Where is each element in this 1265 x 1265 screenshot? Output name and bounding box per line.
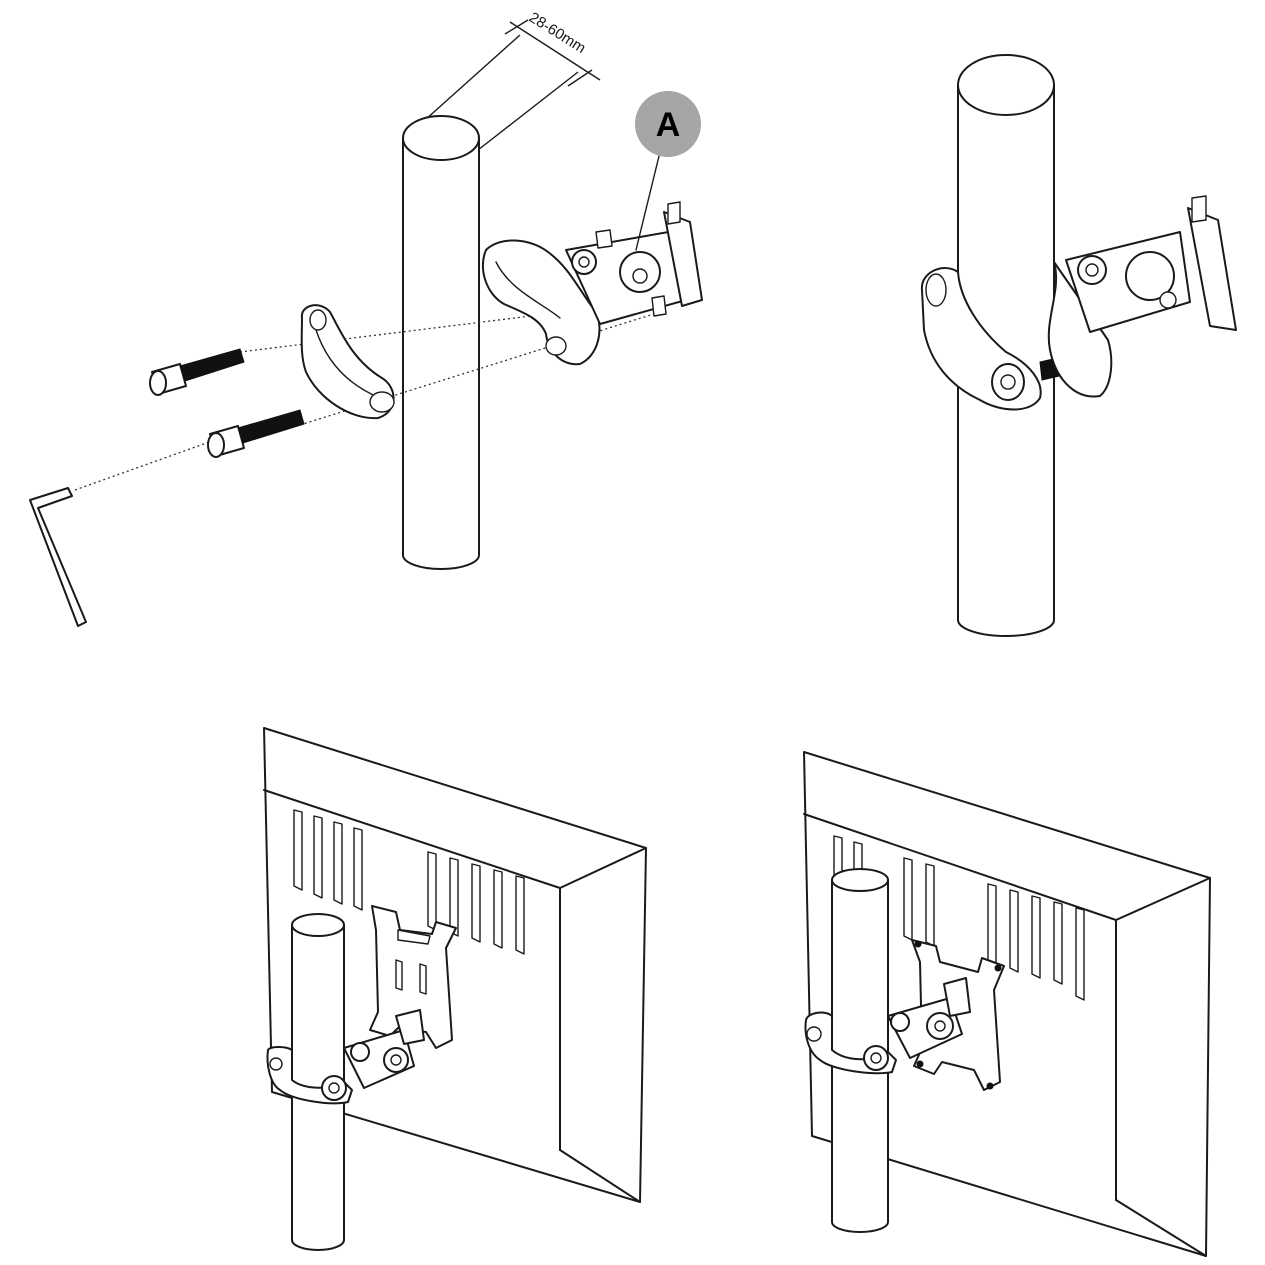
monitor-icon — [803, 751, 1211, 1257]
pole-icon — [831, 868, 889, 1233]
pole-clamp-icon — [804, 977, 971, 1075]
callout-a: A — [635, 91, 701, 251]
pole-clamp-icon — [481, 201, 703, 366]
monitor-icon — [263, 727, 647, 1203]
pole-clamp-icon — [300, 304, 395, 420]
vesa-plate-icon — [369, 905, 457, 1049]
step-4-monitor-mounted — [803, 751, 1211, 1257]
step-1-exploded-view: 28-60mm — [29, 9, 703, 627]
pole-clamp-icon — [920, 195, 1237, 411]
pole-icon — [402, 115, 480, 570]
allen-key-icon — [29, 487, 87, 627]
step-3-monitor-attach — [263, 727, 647, 1251]
vent-slots — [293, 809, 525, 955]
bolt-icon — [149, 348, 245, 396]
pole-clamp-icon — [266, 1009, 425, 1105]
callout-letter: A — [656, 106, 681, 144]
diameter-label: 28-60mm — [526, 9, 589, 57]
bolt-icon — [207, 409, 305, 458]
step-2-clamp-assembled — [920, 54, 1237, 637]
